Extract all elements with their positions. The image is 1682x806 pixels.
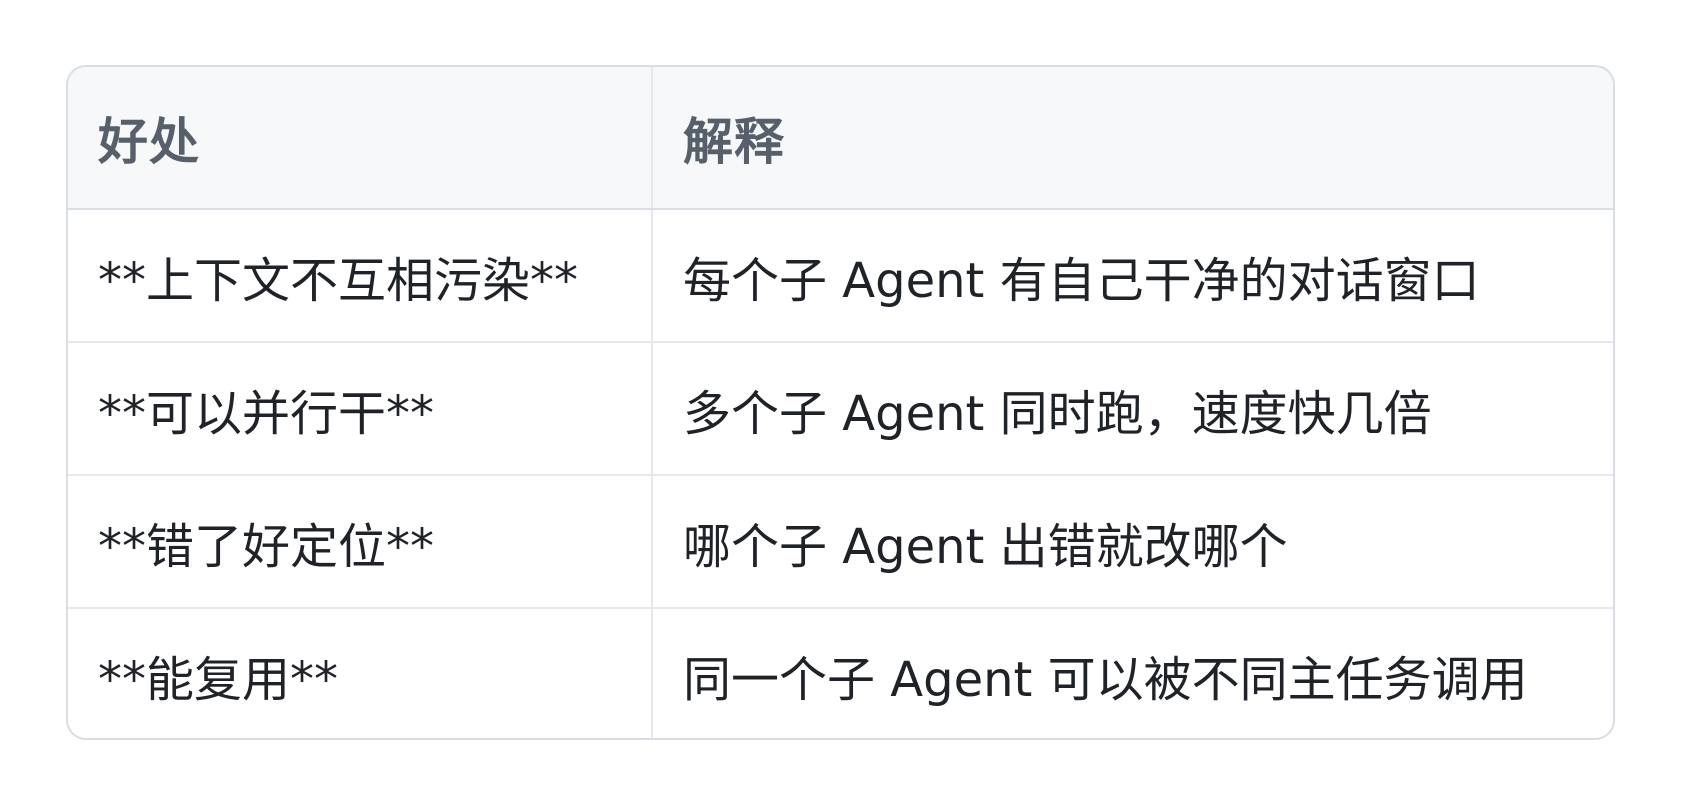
table-row: **上下文不互相污染** 每个子 Agent 有自己干净的对话窗口 <box>68 209 1613 342</box>
benefit-cell: **可以并行干** <box>68 341 652 475</box>
header-explanation: 解释 <box>651 67 1613 210</box>
explanation-cell: 每个子 Agent 有自己干净的对话窗口 <box>651 209 1613 342</box>
explanation-cell: 同一个子 Agent 可以被不同主任务调用 <box>651 607 1613 738</box>
explanation-cell: 哪个子 Agent 出错就改哪个 <box>651 474 1613 608</box>
header-row: 好处 解释 <box>68 67 1613 210</box>
benefits-table: 好处 解释 **上下文不互相污染** 每个子 Agent 有自己干净的对话窗口 … <box>68 67 1613 738</box>
benefit-cell: **上下文不互相污染** <box>98 252 579 309</box>
table-header: 好处 解释 <box>68 67 1613 210</box>
table-row: **能复用** 同一个子 Agent 可以被不同主任务调用 <box>68 607 1613 738</box>
table-row: **可以并行干** 多个子 Agent 同时跑，速度快几倍 <box>68 341 1613 475</box>
explanation-cell: 多个子 Agent 同时跑，速度快几倍 <box>651 341 1613 475</box>
header-benefit: 好处 <box>68 67 652 210</box>
table-row: **错了好定位** 哪个子 Agent 出错就改哪个 <box>68 474 1613 608</box>
benefits-table-container: 好处 解释 **上下文不互相污染** 每个子 Agent 有自己干净的对话窗口 … <box>66 65 1615 740</box>
table-body: **上下文不互相污染** 每个子 Agent 有自己干净的对话窗口 **可以并行… <box>68 209 1613 738</box>
benefit-cell: **能复用** <box>68 607 652 738</box>
benefit-cell: **错了好定位** <box>68 474 652 608</box>
